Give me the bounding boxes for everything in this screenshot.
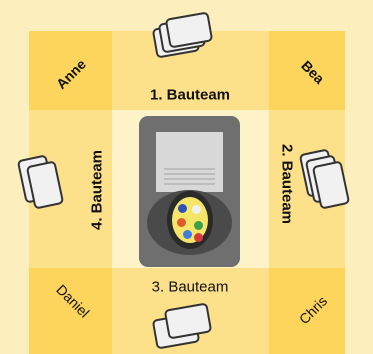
corner-bottom-left — [29, 268, 112, 354]
team-label-right: 2. Bauteam — [279, 144, 296, 224]
device-icon[interactable] — [139, 116, 240, 267]
knob-icon — [167, 191, 213, 249]
palette-icon — [172, 197, 208, 243]
team-label-left: 4. Bauteam — [89, 150, 106, 230]
team-label-top: 1. Bauteam — [150, 87, 230, 104]
device-screen — [156, 132, 223, 192]
team-label-bottom: 3. Bauteam — [152, 279, 229, 296]
